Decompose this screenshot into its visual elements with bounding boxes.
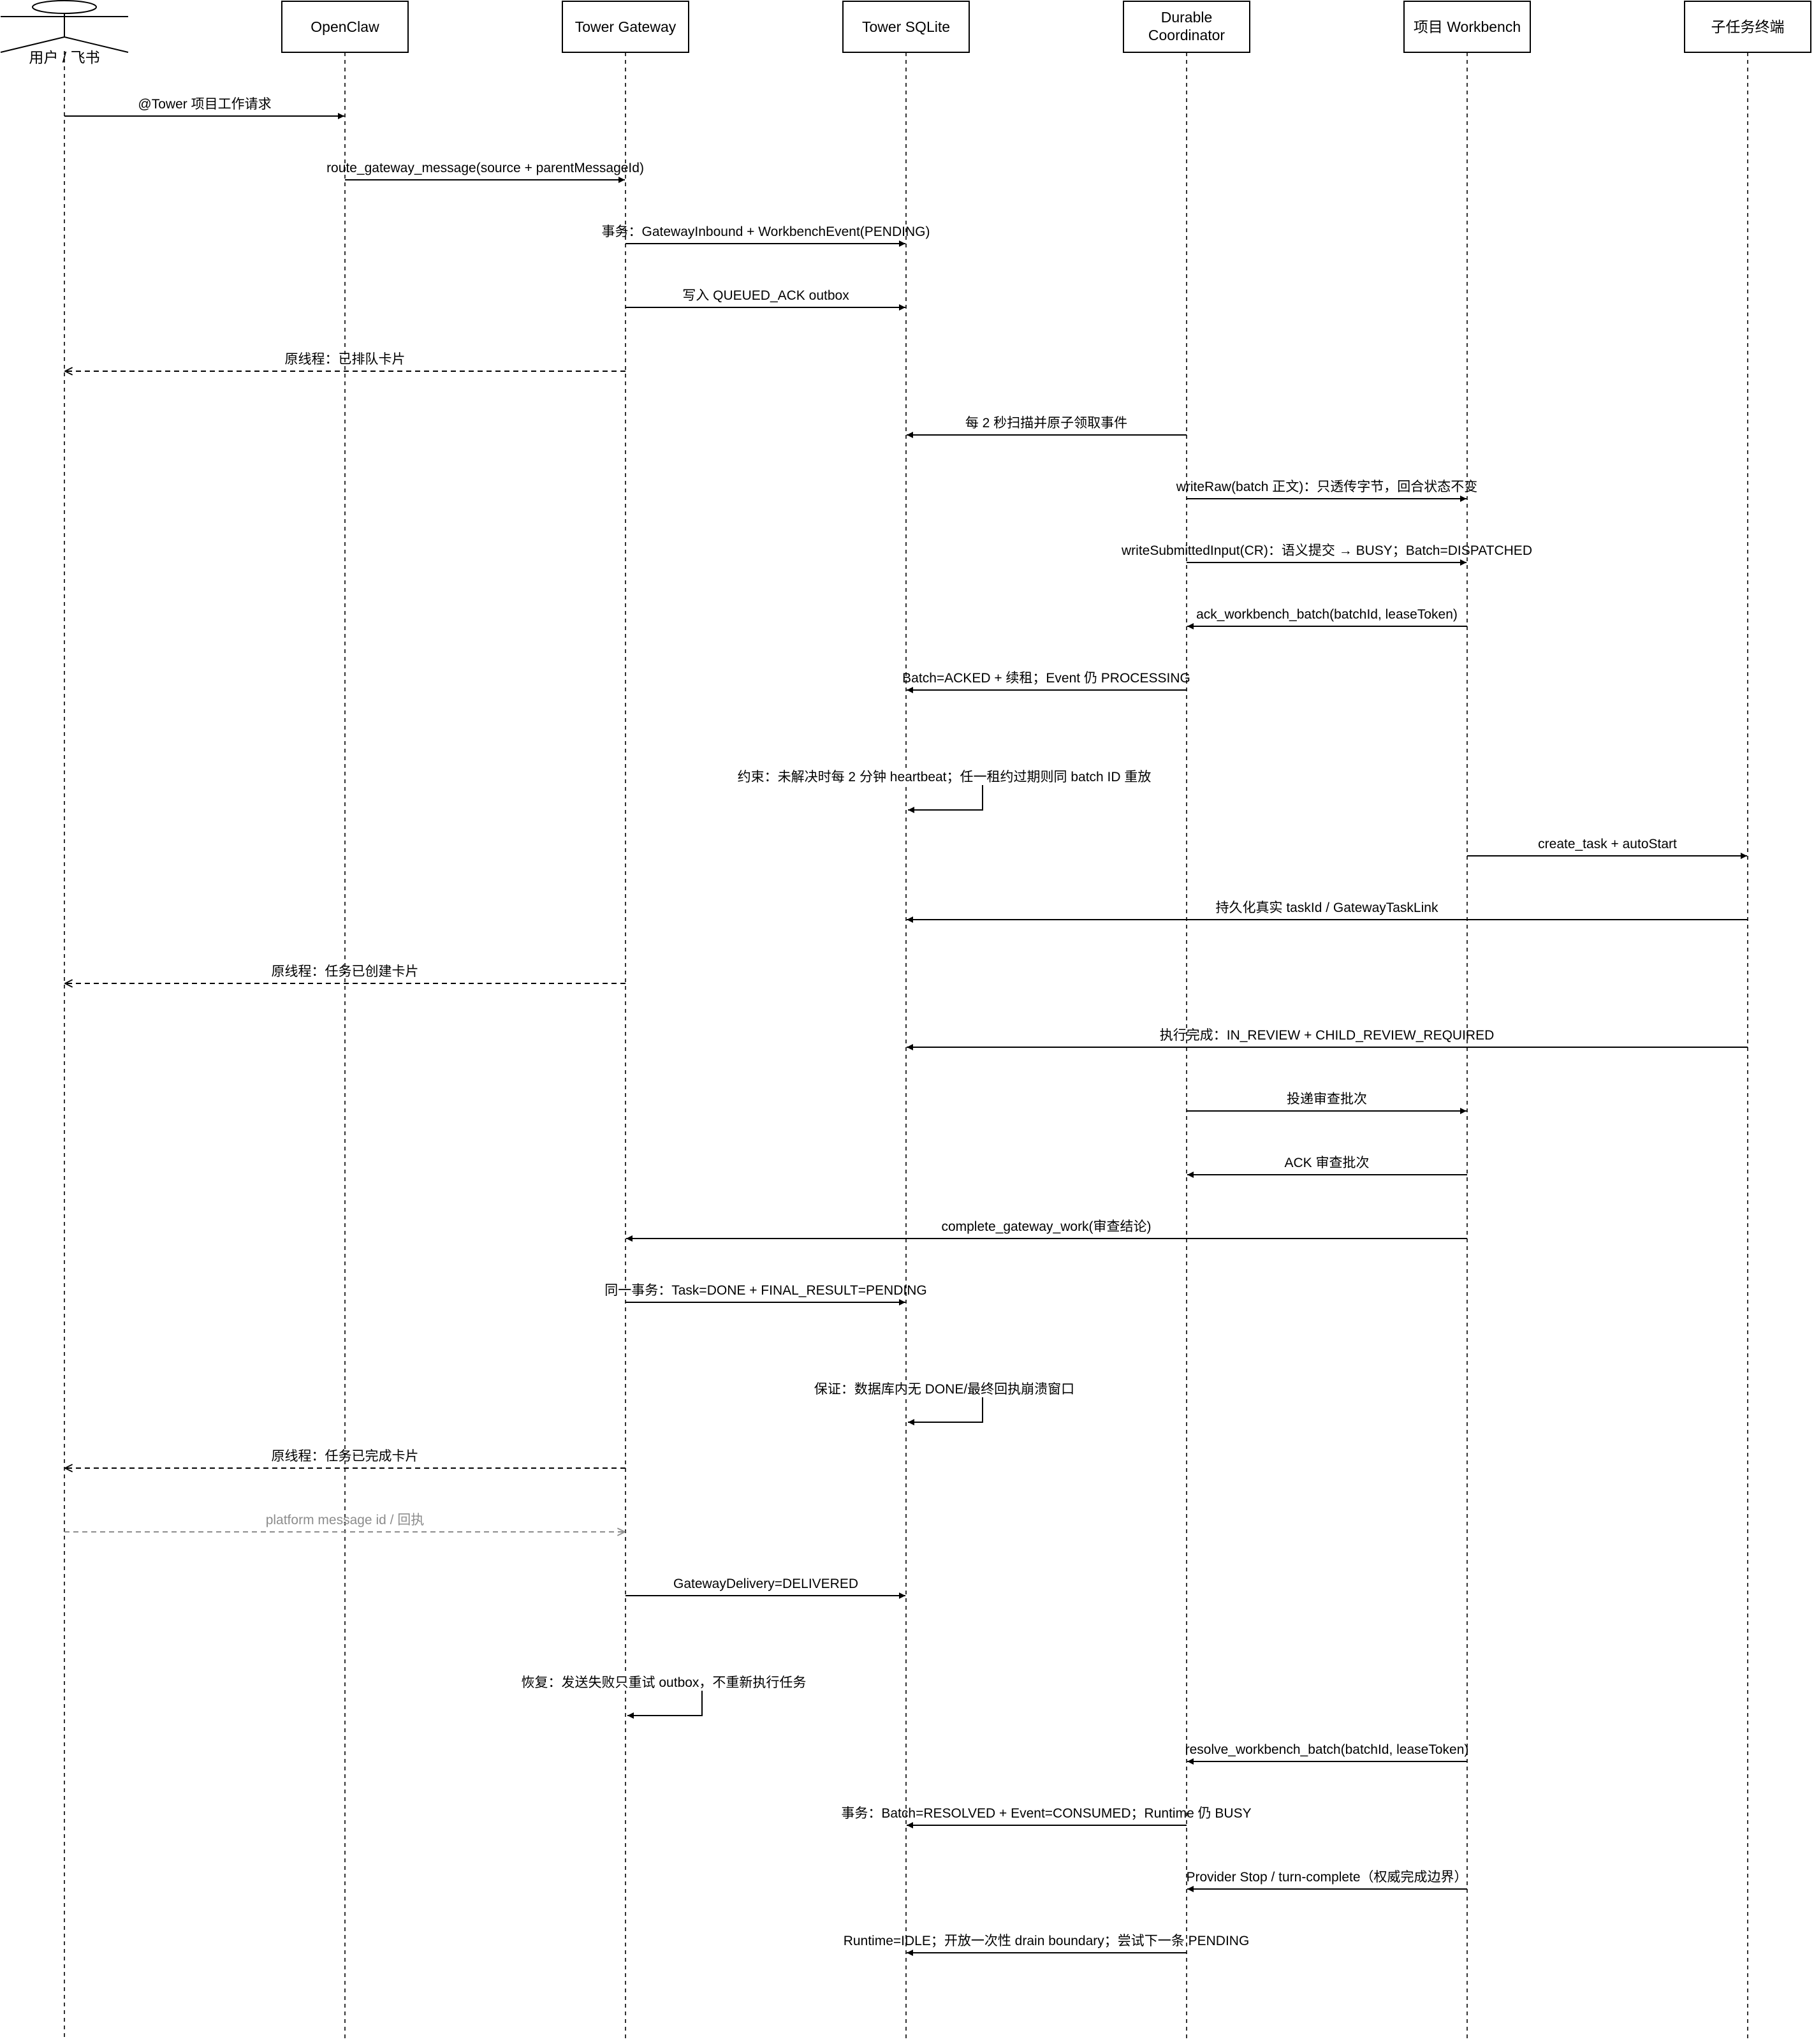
participant-user: 用户 / 飞书 [0, 0, 129, 66]
message-label: @Tower 项目工作请求 [138, 97, 271, 112]
message-label: 事务：Batch=RESOLVED + Event=CONSUMED；Runti… [841, 1806, 1251, 1821]
message-21: 原线程：任务已完成卡片 [65, 1449, 625, 1468]
message-label: GatewayDelivery=DELIVERED [673, 1577, 858, 1591]
message-label: 同一事务：Task=DONE + FINAL_RESULT=PENDING [604, 1283, 926, 1298]
message-label: route_gateway_message(source + parentMes… [326, 161, 644, 175]
participant-box [562, 1, 689, 53]
message-18: complete_gateway_work(审查结论) [626, 1219, 1467, 1242]
message-8: writeSubmittedInput(CR)：语义提交 → BUSY；Batc… [1121, 543, 1532, 566]
message-11: 约束：未解决时每 2 分钟 heartbeat；任一租约过期则同 batch I… [736, 769, 1153, 813]
message-26: 事务：Batch=RESOLVED + Event=CONSUMED；Runti… [841, 1806, 1252, 1828]
message-label: writeSubmittedInput(CR)：语义提交 → BUSY；Batc… [1121, 543, 1532, 558]
participant-label-line: Coordinator [1148, 27, 1225, 43]
message-label: writeRaw(batch 正文)：只透传字节，回合状态不变 [1176, 480, 1478, 494]
participant-gateway: Tower Gateway [562, 1, 689, 53]
message-7: writeRaw(batch 正文)：只透传字节，回合状态不变 [1176, 480, 1478, 502]
message-14: 原线程：任务已创建卡片 [65, 964, 625, 983]
message-27: Provider Stop / turn-complete（权威完成边界） [1186, 1870, 1468, 1892]
message-label: platform message id / 回执 [266, 1513, 425, 1527]
message-25: resolve_workbench_batch(batchId, leaseTo… [1185, 1742, 1469, 1765]
participant-openclaw: OpenClaw [281, 1, 409, 53]
message-17: ACK 审查批次 [1187, 1156, 1467, 1178]
label-background [736, 769, 1153, 785]
message-label: 原线程：已排队卡片 [285, 352, 406, 367]
message-23: GatewayDelivery=DELIVERED [625, 1577, 905, 1599]
participant-box [281, 1, 409, 53]
label-background [520, 1675, 808, 1691]
message-28: Runtime=IDLE；开放一次性 drain boundary；尝试下一条 … [844, 1934, 1250, 1956]
message-12: create_task + autoStart [1467, 837, 1747, 859]
message-label: 投递审查批次 [1287, 1092, 1367, 1107]
message-4: 写入 QUEUED_ACK outbox [625, 288, 905, 311]
participant-sqlite: Tower SQLite [842, 1, 970, 53]
participant-label: Tower SQLite [862, 18, 950, 35]
participant-label-line: Durable [1161, 9, 1213, 26]
participant-label: Tower Gateway [575, 18, 677, 35]
message-1: @Tower 项目工作请求 [64, 97, 344, 119]
message-9: ack_workbench_batch(batchId, leaseToken) [1187, 607, 1467, 629]
message-label: ACK 审查批次 [1284, 1156, 1369, 1170]
participant-workbench: 项目 Workbench [1403, 1, 1531, 53]
message-20: 保证：数据库内无 DONE/最终回执崩溃窗口 [812, 1381, 1076, 1425]
participant-box [1403, 1, 1531, 53]
participant-terminal: 子任务终端 [1684, 1, 1811, 53]
message-19: 同一事务：Task=DONE + FINAL_RESULT=PENDING [604, 1283, 927, 1305]
message-10: Batch=ACKED + 续租；Event 仍 PROCESSING [902, 671, 1190, 693]
message-label: 执行完成：IN_REVIEW + CHILD_REVIEW_REQUIRED [1160, 1028, 1495, 1043]
message-label: 恢复：发送失败只重试 outbox，不重新执行任务 [522, 1675, 807, 1690]
message-label: 约束：未解决时每 2 分钟 heartbeat；任一租约过期则同 batch I… [738, 770, 1152, 784]
message-label: 写入 QUEUED_ACK outbox [682, 288, 849, 303]
actor-icon [0, 0, 129, 53]
participants: 用户 / 飞书 OpenClaw Tower Gateway Tower SQLite… [0, 0, 1811, 66]
message-label: create_task + autoStart [1538, 837, 1677, 851]
label-background [812, 1381, 1076, 1397]
message-24: 恢复：发送失败只重试 outbox，不重新执行任务 [520, 1675, 808, 1719]
message-label: 每 2 秒扫描并原子领取事件 [965, 416, 1127, 430]
message-label: 持久化真实 taskId / GatewayTaskLink [1216, 901, 1438, 915]
message-label: ack_workbench_batch(batchId, leaseToken) [1196, 607, 1458, 622]
message-label: Runtime=IDLE；开放一次性 drain boundary；尝试下一条 … [844, 1934, 1250, 1948]
message-label: Batch=ACKED + 续租；Event 仍 PROCESSING [902, 671, 1190, 686]
participant-box [1123, 1, 1250, 53]
message-13: 持久化真实 taskId / GatewayTaskLink [907, 901, 1748, 923]
participant-label: OpenClaw [311, 18, 379, 35]
message-label: Provider Stop / turn-complete（权威完成边界） [1186, 1870, 1467, 1885]
participant-label: 子任务终端 [1711, 18, 1785, 35]
message-5: 原线程：已排队卡片 [65, 352, 625, 371]
participant-box [1684, 1, 1811, 53]
message-label: complete_gateway_work(审查结论) [941, 1219, 1151, 1234]
message-6: 每 2 秒扫描并原子领取事件 [907, 416, 1187, 438]
participant-label: 用户 / 飞书 [29, 49, 99, 66]
message-label: 事务：GatewayInbound + WorkbenchEvent(PENDI… [602, 224, 930, 239]
participant-label: 项目 Workbench [1414, 18, 1521, 35]
participant-box [842, 1, 970, 53]
message-22: platform message id / 回执 [64, 1513, 625, 1532]
message-label: 保证：数据库内无 DONE/最终回执崩溃窗口 [814, 1382, 1074, 1397]
message-label: 原线程：任务已创建卡片 [272, 964, 419, 979]
message-2: route_gateway_message(source + parentMes… [326, 161, 644, 183]
message-3: 事务：GatewayInbound + WorkbenchEvent(PENDI… [602, 224, 930, 247]
message-16: 投递审查批次 [1187, 1092, 1467, 1114]
message-label: resolve_workbench_batch(batchId, leaseTo… [1185, 1742, 1469, 1757]
lifelines [64, 51, 1748, 2041]
messages: @Tower 项目工作请求 route_gateway_message(sourc… [64, 97, 1748, 1956]
message-15: 执行完成：IN_REVIEW + CHILD_REVIEW_REQUIRED [907, 1028, 1748, 1050]
message-label: 原线程：任务已完成卡片 [272, 1449, 419, 1464]
